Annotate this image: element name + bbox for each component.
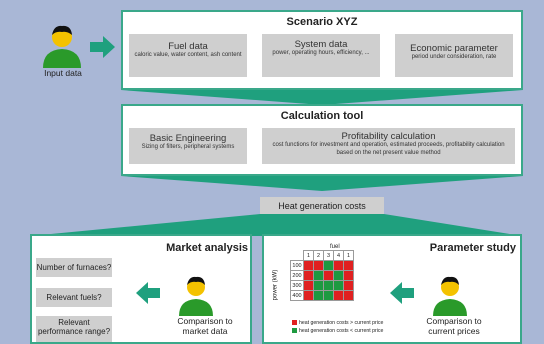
scenario-box: Scenario XYZ Fuel data caloric value, wa…	[121, 10, 523, 90]
grid-cell	[323, 290, 334, 301]
market-question-2: Relevant performance range?	[36, 316, 112, 342]
grid-fuel-header: 3	[323, 250, 334, 261]
calc-title: Calculation tool	[280, 110, 364, 122]
profitability-desc: cost functions for investment and operat…	[272, 142, 505, 156]
market-question-0: Number of furnaces?	[36, 258, 112, 277]
grid-cell	[313, 290, 324, 301]
legend-item-above: heat generation costs > current price	[292, 320, 383, 326]
scenario-title: Scenario XYZ	[286, 16, 358, 28]
grid-cell	[313, 260, 324, 271]
grid-row: 300	[290, 280, 354, 291]
grid-power-label: 300	[290, 280, 304, 291]
market-person-icon	[179, 276, 213, 316]
economic-desc: period under consideration, rate	[411, 54, 497, 60]
grid-power-label: 200	[290, 270, 304, 281]
grid-power-label: 400	[290, 290, 304, 301]
grid-cell	[303, 290, 314, 301]
economic-title: Economic parameter	[410, 43, 498, 54]
grid-cell	[333, 260, 344, 271]
market-comparison-label: Comparison to market data	[177, 316, 233, 336]
person-icon	[43, 25, 81, 68]
basic-engineering-desc: Sizing of filters, peripheral systems	[141, 144, 235, 150]
basic-engineering-card: Basic Engineering Sizing of filters, per…	[129, 128, 247, 164]
legend-label-above: heat generation costs > current price	[299, 320, 384, 326]
legend-swatch-red	[292, 320, 297, 326]
grid-cell	[303, 280, 314, 291]
grid-cell	[343, 260, 354, 271]
market-title: Market analysis	[166, 242, 248, 254]
grid-fuel-header: 1	[303, 250, 314, 261]
calc-box: Calculation tool Basic Engineering Sizin…	[121, 104, 523, 176]
power-axis-title: power (kW)	[272, 269, 279, 301]
grid-fuel-header: 4	[333, 250, 344, 261]
grid-fuel-header: 2	[313, 250, 324, 261]
basic-engineering-title: Basic Engineering	[149, 133, 227, 144]
flow-band-1	[121, 90, 523, 105]
fuel-data-desc: caloric value, water content, ash conten…	[134, 52, 242, 58]
grid-fuel-header: 1	[343, 250, 354, 261]
grid-cell	[333, 270, 344, 281]
arrow-right-icon	[90, 36, 115, 58]
grid-cell	[303, 270, 314, 281]
grid-cell	[323, 260, 334, 271]
legend-swatch-green	[292, 328, 297, 334]
grid-row: 100	[290, 260, 354, 271]
economic-card: Economic parameter period under consider…	[395, 34, 513, 77]
fuel-data-title: Fuel data	[168, 41, 208, 52]
profitability-title: Profitability calculation	[341, 131, 436, 142]
input-person	[40, 22, 84, 73]
fuel-axis-title: fuel	[330, 244, 340, 250]
grid-row: 400	[290, 290, 354, 301]
grid-cell	[343, 280, 354, 291]
param-title: Parameter study	[429, 242, 516, 254]
market-question-1: Relevant fuels?	[36, 288, 112, 307]
grid-row: 200	[290, 270, 354, 281]
arrow-left-icon-2	[390, 282, 414, 304]
grid-cell	[343, 290, 354, 301]
legend-item-below: heat generation costs < current price	[292, 328, 383, 334]
flow-band-2	[121, 176, 523, 191]
grid-cell	[323, 280, 334, 291]
grid-cell	[343, 270, 354, 281]
arrow-left-icon	[136, 282, 160, 304]
grid-cell	[333, 290, 344, 301]
param-person-icon	[433, 276, 467, 316]
profitability-card: Profitability calculation cost functions…	[262, 128, 515, 164]
market-box: Market analysis Number of furnaces? Rele…	[30, 234, 252, 344]
grid-power-label: 100	[290, 260, 304, 271]
fuel-data-card: Fuel data caloric value, water content, …	[129, 34, 247, 77]
legend-label-below: heat generation costs < current price	[299, 328, 384, 334]
grid-corner	[291, 251, 304, 261]
flow-fan	[30, 214, 522, 236]
input-label: Input data	[44, 68, 82, 78]
heat-costs-label: Heat generation costs	[278, 201, 366, 211]
grid-cell	[313, 280, 324, 291]
grid-cell	[303, 260, 314, 271]
grid-cell	[333, 280, 344, 291]
grid-cell	[323, 270, 334, 281]
param-comparison-label: Comparison to current prices	[426, 316, 482, 336]
system-data-title: System data	[294, 39, 348, 50]
system-data-desc: power, operating hours, efficiency, ...	[272, 50, 370, 56]
heat-costs-box: Heat generation costs	[260, 197, 384, 215]
system-data-card: System data power, operating hours, effi…	[262, 34, 380, 77]
grid-cell	[313, 270, 324, 281]
